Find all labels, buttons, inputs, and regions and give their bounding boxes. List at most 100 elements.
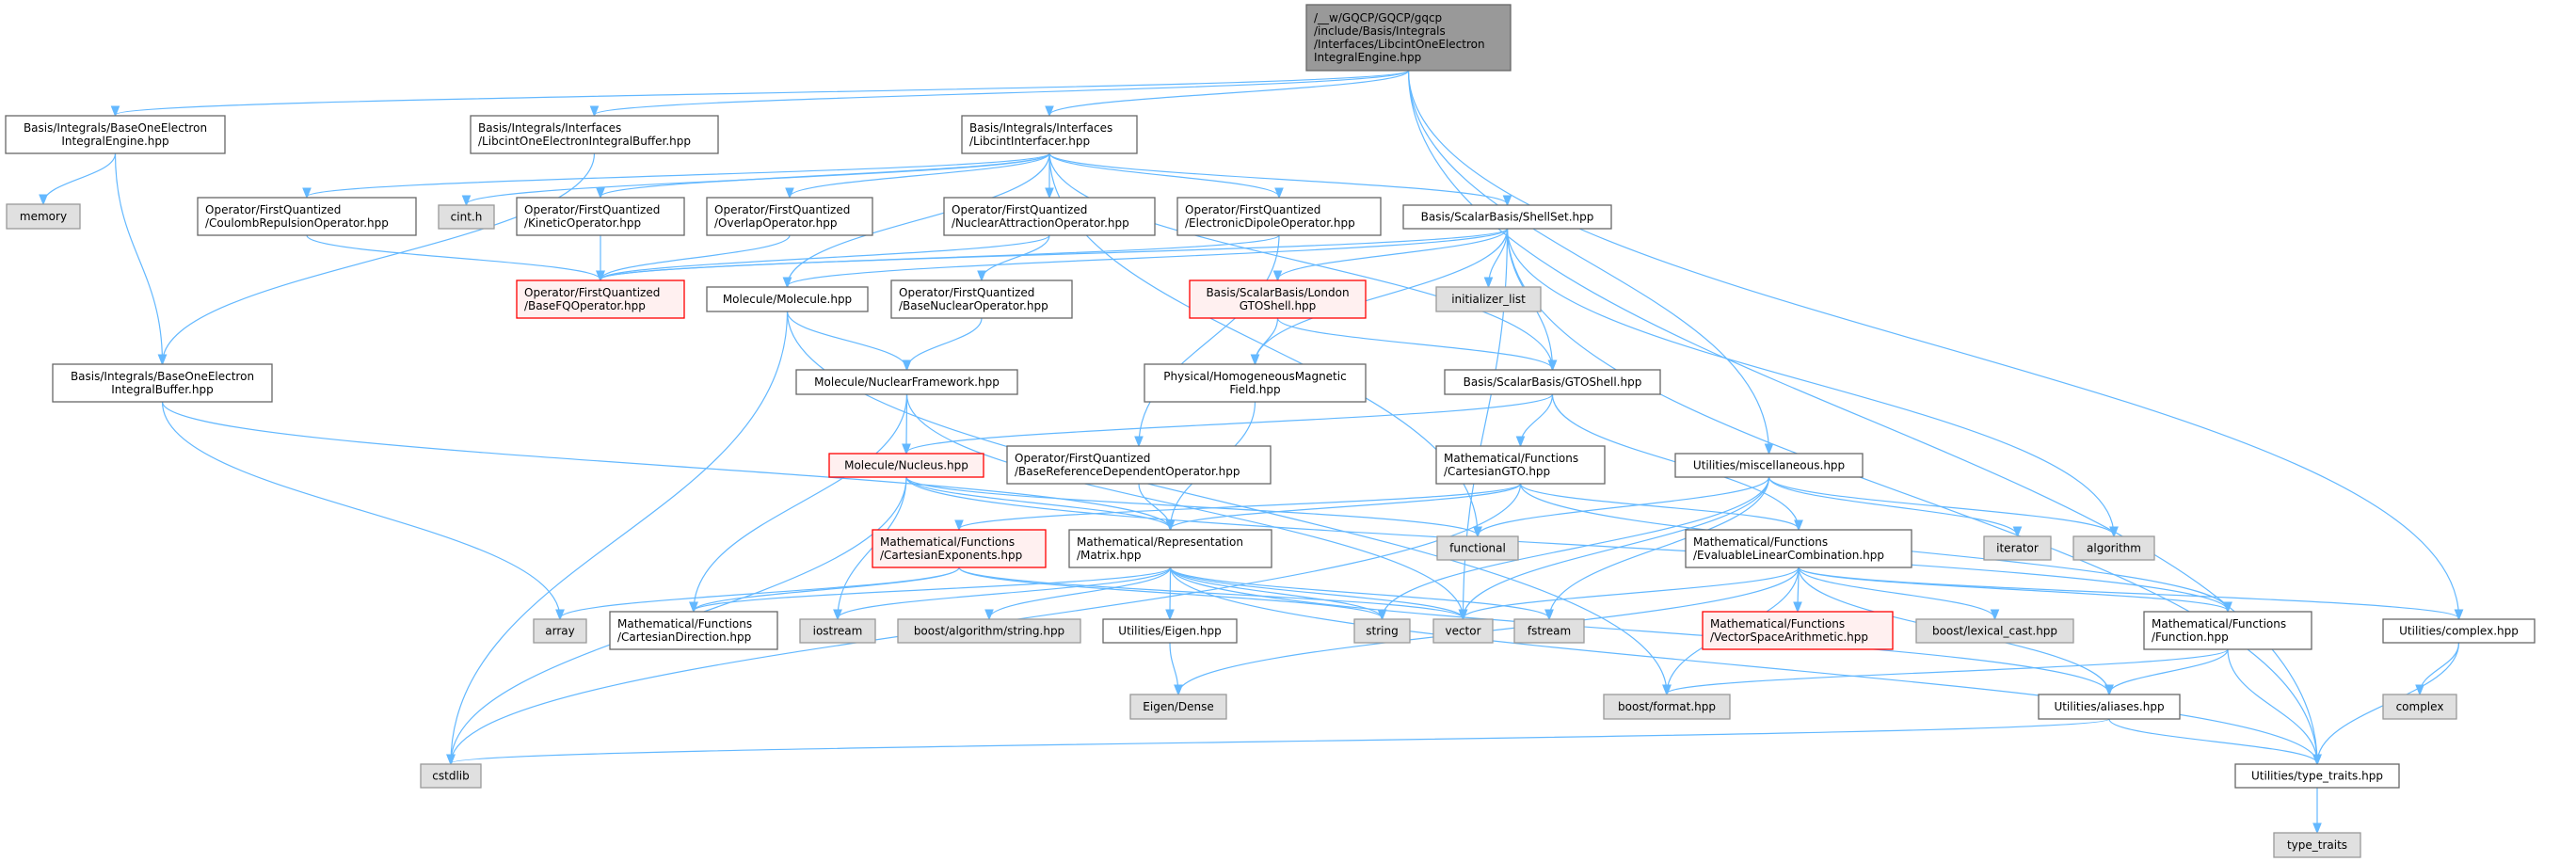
node-cartExp[interactable]: Mathematical/Functions/CartesianExponent… bbox=[872, 529, 1047, 568]
node-box bbox=[5, 115, 226, 154]
node-label-line: Operator/FirstQuantized bbox=[952, 203, 1087, 216]
edge-eigenHpp-to-eigenDense bbox=[1169, 642, 1178, 694]
node-box bbox=[1432, 618, 1494, 644]
edge-evalLin-to-vector bbox=[1464, 567, 1800, 618]
edge-libcintInterfacer-to-coulomb bbox=[307, 152, 1050, 197]
node-baseNuclear[interactable]: Operator/FirstQuantized/BaseNuclearOpera… bbox=[890, 279, 1073, 319]
node-libcintBuffer[interactable]: Basis/Integrals/Interfaces/LibcintOneEle… bbox=[470, 115, 719, 154]
node-label-line: iostream bbox=[813, 625, 863, 638]
node-cartDir[interactable]: Mathematical/Functions/CartesianDirectio… bbox=[609, 611, 778, 650]
node-memory[interactable]: memory bbox=[6, 203, 81, 230]
node-fstream[interactable]: fstream bbox=[1513, 618, 1585, 644]
node-root[interactable]: /__w/GQCP/GQCP/gqcp/include/Basis/Integr… bbox=[1305, 4, 1512, 72]
node-box bbox=[2382, 618, 2536, 644]
node-baseRefDep[interactable]: Operator/FirstQuantized/BaseReferenceDep… bbox=[1006, 445, 1272, 485]
edge-arrow bbox=[788, 228, 1509, 286]
edge-arrow bbox=[694, 393, 908, 611]
edge-nuclearAttraction-to-baseNuclear bbox=[982, 234, 1050, 279]
node-molecule[interactable]: Molecule/Molecule.hpp bbox=[706, 286, 869, 312]
node-box bbox=[1402, 204, 1612, 230]
edge-arrow bbox=[451, 311, 789, 763]
node-cstdlib[interactable]: cstdlib bbox=[420, 763, 482, 789]
node-cartesianGTO[interactable]: Mathematical/Functions/CartesianGTO.hpp bbox=[1435, 445, 1606, 485]
node-baseFQ[interactable]: Operator/FirstQuantized/BaseFQOperator.h… bbox=[516, 279, 685, 319]
node-electronicDipole[interactable]: Operator/FirstQuantized/ElectronicDipole… bbox=[1176, 197, 1382, 236]
node-eigenHpp[interactable]: Utilities/Eigen.hpp bbox=[1102, 618, 1238, 644]
edge-arrow bbox=[2109, 648, 2229, 694]
node-shellSet[interactable]: Basis/ScalarBasis/ShellSet.hpp bbox=[1402, 204, 1612, 230]
node-box bbox=[6, 203, 81, 230]
node-function[interactable]: Mathematical/Functions/Function.hpp bbox=[2143, 611, 2312, 650]
node-string[interactable]: string bbox=[1353, 618, 1411, 644]
node-nuclearAttraction[interactable]: Operator/FirstQuantized/NuclearAttractio… bbox=[943, 197, 1156, 236]
edge-shellSet-to-magField bbox=[1256, 228, 1509, 363]
node-eigenDense[interactable]: Eigen/Dense bbox=[1129, 694, 1227, 720]
node-functional[interactable]: functional bbox=[1436, 535, 1519, 561]
edge-misc-to-algorithm bbox=[1768, 476, 2115, 535]
node-label-line: fstream bbox=[1528, 625, 1571, 638]
node-box bbox=[706, 286, 869, 312]
node-typeTraits[interactable]: type_traits bbox=[2273, 832, 2361, 858]
edge-arrow bbox=[1048, 152, 1553, 369]
edge-matrix-to-aliases bbox=[1169, 567, 2110, 694]
node-kinetic[interactable]: Operator/FirstQuantized/KineticOperator.… bbox=[516, 197, 685, 236]
node-coulomb[interactable]: Operator/FirstQuantized/CoulombRepulsion… bbox=[197, 197, 417, 236]
edge-arrow bbox=[788, 152, 1050, 286]
node-lexicalCast[interactable]: boost/lexical_cast.hpp bbox=[1915, 618, 2074, 644]
node-label-line: /include/Basis/Integrals bbox=[1314, 24, 1446, 38]
node-label-line: Mathematical/Functions bbox=[880, 535, 1015, 549]
node-algorithm[interactable]: algorithm bbox=[2072, 535, 2155, 561]
node-complex[interactable]: complex bbox=[2382, 694, 2457, 720]
node-label-line: /ElectronicDipoleOperator.hpp bbox=[1185, 216, 1355, 230]
edge-root-to-libcintInterfacer bbox=[1049, 70, 1410, 115]
node-boostFormat[interactable]: boost/format.hpp bbox=[1603, 694, 1731, 720]
node-baseEngine[interactable]: Basis/Integrals/BaseOneElectronIntegralE… bbox=[5, 115, 226, 154]
node-box bbox=[1189, 279, 1367, 319]
edge-arrow bbox=[1171, 483, 1522, 529]
edge-root-to-misc bbox=[1407, 70, 1769, 453]
node-aliases[interactable]: Utilities/aliases.hpp bbox=[2038, 694, 2181, 720]
node-label-line: Molecule/Nucleus.hpp bbox=[844, 459, 968, 472]
node-cinth[interactable]: cint.h bbox=[438, 204, 495, 230]
edge-arrow bbox=[790, 152, 1050, 197]
node-box bbox=[1674, 453, 1864, 478]
node-iostream[interactable]: iostream bbox=[799, 618, 876, 644]
node-iterator[interactable]: iterator bbox=[1983, 535, 2052, 561]
node-nucleus[interactable]: Molecule/Nucleus.hpp bbox=[828, 453, 984, 478]
node-baseBuffer[interactable]: Basis/Integrals/BaseOneElectronIntegralB… bbox=[52, 363, 273, 403]
node-overlap[interactable]: Operator/FirstQuantized/OverlapOperator.… bbox=[706, 197, 873, 236]
node-label-line: Utilities/type_traits.hpp bbox=[2251, 770, 2383, 783]
edge-arrow bbox=[2108, 718, 2317, 763]
node-matrix[interactable]: Mathematical/Representation/Matrix.hpp bbox=[1068, 529, 1272, 568]
node-label-line: memory bbox=[20, 210, 67, 223]
node-label-line: Utilities/aliases.hpp bbox=[2054, 700, 2164, 713]
node-vector[interactable]: vector bbox=[1432, 618, 1494, 644]
edge-function-to-boostFormat bbox=[1667, 648, 2229, 694]
edge-coulomb-to-baseFQ bbox=[306, 234, 600, 279]
node-misc[interactable]: Utilities/miscellaneous.hpp bbox=[1674, 453, 1864, 478]
edge-arrow bbox=[161, 401, 1171, 529]
edge-arrow bbox=[1169, 642, 1178, 694]
node-gtoShell[interactable]: Basis/ScalarBasis/GTOShell.hpp bbox=[1444, 369, 1661, 395]
edge-arrow bbox=[1768, 476, 2115, 535]
node-label-line: Basis/ScalarBasis/ShellSet.hpp bbox=[1421, 211, 1594, 224]
node-libcintInterfacer[interactable]: Basis/Integrals/Interfaces/LibcintInterf… bbox=[961, 115, 1138, 154]
edge-arrow bbox=[1506, 228, 2115, 535]
node-typeTraitsHpp[interactable]: Utilities/type_traits.hpp bbox=[2234, 763, 2400, 789]
node-nuclearFramework[interactable]: Molecule/NuclearFramework.hpp bbox=[795, 369, 1018, 395]
edge-libcintBuffer-to-baseBuffer bbox=[163, 152, 596, 363]
node-label-line: Eigen/Dense bbox=[1143, 700, 1213, 713]
node-array[interactable]: array bbox=[533, 618, 587, 644]
node-evalLin[interactable]: Mathematical/Functions/EvaluableLinearCo… bbox=[1685, 529, 1912, 568]
node-label-line: Molecule/NuclearFramework.hpp bbox=[814, 375, 1000, 389]
node-boostAlgStr[interactable]: boost/algorithm/string.hpp bbox=[897, 618, 1081, 644]
edge-nuclearFramework-to-cartDir bbox=[694, 393, 908, 611]
node-vecSpace[interactable]: Mathematical/Functions/VectorSpaceArithm… bbox=[1702, 611, 1894, 650]
node-label-line: /LibcintOneElectronIntegralBuffer.hpp bbox=[478, 135, 691, 148]
edge-arrow bbox=[1169, 567, 2318, 763]
node-initList[interactable]: initializer_list bbox=[1435, 286, 1542, 312]
edge-arrow bbox=[43, 152, 117, 203]
node-complexHpp[interactable]: Utilities/complex.hpp bbox=[2382, 618, 2536, 644]
